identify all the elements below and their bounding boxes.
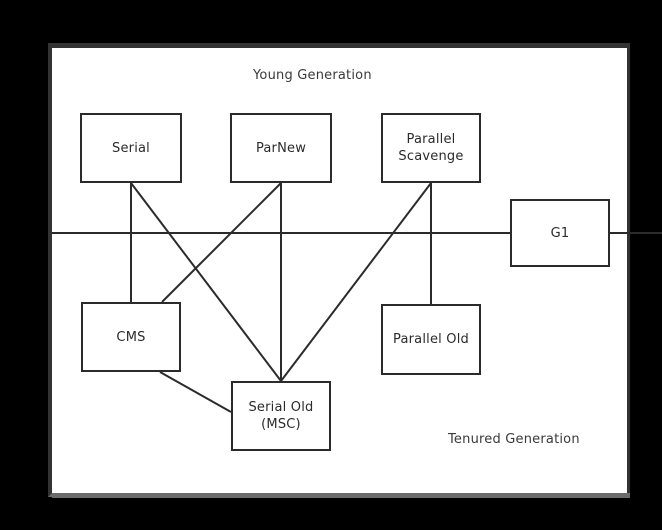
edge-parnew-to-cms: [161, 182, 282, 303]
node-cms[interactable]: CMS: [81, 302, 181, 372]
node-label2-serial-old: (MSC): [261, 417, 301, 432]
node-parallel-old[interactable]: Parallel Old: [381, 304, 481, 375]
node-label-serial: Serial: [112, 140, 150, 156]
node-label-serial-old: Serial Old(MSC): [248, 400, 314, 432]
node-g1[interactable]: G1: [510, 199, 610, 267]
young-generation-label: Young Generation: [253, 68, 372, 83]
edge-serial-to-serial-old: [130, 182, 282, 382]
node-label-g1: G1: [550, 225, 570, 241]
node-serial[interactable]: Serial: [80, 113, 182, 183]
node-serial-old[interactable]: Serial Old(MSC): [231, 381, 331, 451]
tenured-generation-label: Tenured Generation: [448, 432, 580, 447]
node-label-cms: CMS: [116, 329, 146, 345]
node-parnew[interactable]: ParNew: [230, 113, 332, 183]
edge-scavenge-to-serial-old: [280, 182, 432, 382]
edge-cms-to-serial-old: [159, 371, 232, 413]
node-label-parnew: ParNew: [255, 140, 307, 156]
panel-drop-shadow: [52, 493, 630, 498]
node-label2-parallel-scavenge: Scavenge: [398, 149, 464, 164]
node-label-parallel-old: Parallel Old: [393, 332, 469, 347]
